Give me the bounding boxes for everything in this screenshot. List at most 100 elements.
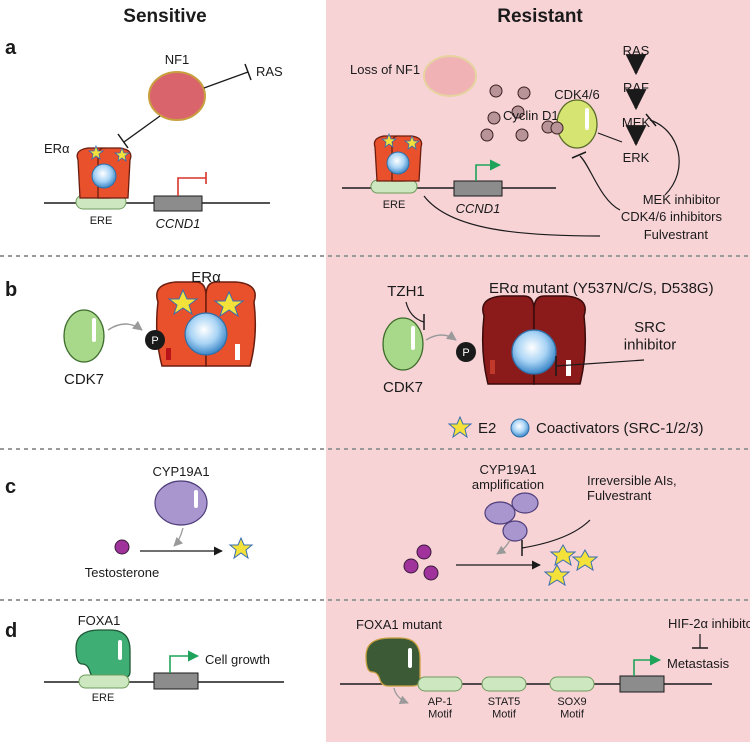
e2-star-icon	[228, 536, 254, 560]
cdk46-protein	[556, 99, 598, 149]
mek-inhibitor-curve	[649, 119, 680, 196]
ccnd1-gene	[153, 195, 203, 212]
phospho-label: P	[462, 347, 469, 359]
er-dimer	[373, 132, 423, 182]
active-promoter-arrow	[475, 159, 502, 181]
nf1-protein	[148, 71, 206, 121]
cdk7-protein	[63, 309, 105, 363]
coactivator	[386, 151, 410, 175]
e2-star-icon	[543, 563, 571, 587]
e2-star-icon	[87, 144, 105, 160]
testosterone-molecules	[403, 544, 439, 581]
cdk-inhibitor-curve	[579, 155, 621, 211]
phospho-label: P	[151, 335, 158, 347]
fulvestrant-label: Fulvestrant	[644, 227, 709, 242]
ere-label: ERE	[383, 199, 406, 211]
cdk-inhibitors-label: CDK4/6 inhibitors	[621, 209, 723, 224]
panel-b-sensitive: CDK7 P ERα	[63, 269, 257, 388]
phospho-group-icon	[145, 330, 165, 350]
inhibit-bar	[571, 151, 587, 159]
foxa1-label: FOXA1	[78, 613, 121, 628]
er-label: ERα	[44, 141, 70, 156]
header-sensitive: Sensitive	[123, 6, 206, 27]
ccnd1-label: CCND1	[156, 216, 201, 231]
catalysis-arrow	[173, 527, 184, 547]
stat5-motif	[481, 676, 527, 692]
active-promoter-arrow	[169, 650, 200, 673]
highlight	[566, 360, 571, 376]
cdk7-label: CDK7	[64, 371, 104, 388]
ere-box	[78, 674, 130, 689]
testosterone-molecule	[114, 539, 130, 555]
er-mutant-dimer	[481, 295, 587, 385]
nf1-faded	[423, 55, 477, 97]
e2-star-icon	[213, 290, 245, 318]
highlight	[585, 108, 589, 130]
target-gene	[153, 672, 199, 690]
ere-label: ERE	[90, 215, 113, 227]
active-promoter-arrow	[633, 654, 662, 676]
sox9-motif	[549, 676, 595, 692]
cyp19a1-protein	[154, 480, 208, 526]
er-label: ERα	[191, 269, 221, 286]
catalysis-arrow	[496, 539, 511, 555]
tzh1-label: TZH1	[387, 283, 425, 300]
highlight	[118, 640, 122, 660]
foxa1-mutant-protein	[365, 637, 421, 687]
panel-label-d: d	[5, 620, 17, 642]
legend-coactivator-label: Coactivators (SRC-1/2/3)	[536, 420, 704, 437]
panel-d-sensitive: FOXA1 ERE Cell growth	[44, 613, 284, 704]
panel-label-c: c	[5, 476, 16, 498]
binding-arrow	[393, 687, 409, 705]
header-resistant: Resistant	[497, 6, 583, 27]
highlight	[194, 490, 198, 508]
inhibit-bar	[645, 113, 657, 127]
hif2a-inhibitor-label: HIF-2α inhibitor	[668, 616, 750, 631]
panel-label-a: a	[5, 37, 17, 59]
er-accent	[490, 360, 495, 374]
ai-inhibition-line	[521, 519, 591, 549]
panel-b-resistant: TZH1 CDK7 ERα mutant (Y537N/C/S, D538G) …	[382, 280, 714, 439]
erk-cdk-link	[597, 132, 623, 143]
er-mutant-label: ERα mutant (Y537N/C/S, D538G)	[489, 280, 714, 297]
phospho-group-icon	[456, 342, 476, 362]
cyclin-d1-particles	[480, 84, 555, 142]
panel-a-resistant: Loss of NF1 Cyclin D1 CDK4/6 RAS RAF MEK…	[342, 43, 723, 242]
coactivator	[511, 329, 557, 375]
loss-nf1-label: Loss of NF1	[350, 62, 420, 77]
cyclin-d1-label: Cyclin D1	[503, 108, 559, 123]
e2-star-icon	[380, 132, 398, 148]
phospho-arrow	[107, 320, 143, 331]
testosterone-label: Testosterone	[85, 565, 159, 580]
panel-separators	[0, 255, 750, 601]
fulvestrant-curve	[423, 195, 601, 237]
er-accent	[166, 348, 171, 360]
phospho-arrow	[425, 330, 457, 341]
legend-e2-star-icon	[447, 415, 473, 439]
inhibit-bar	[117, 133, 129, 149]
cdk46-label: CDK4/6	[554, 87, 600, 102]
ere-box	[370, 179, 418, 194]
nf1-ras-inhibition	[203, 71, 249, 89]
cascade-ras: RAS	[623, 43, 650, 58]
tzh1-inhibition	[405, 301, 425, 323]
metastasis-label: Metastasis	[667, 656, 730, 671]
nf1-label: NF1	[165, 52, 190, 67]
cyp19a1-label: CYP19A1	[152, 464, 209, 479]
ccnd1-label: CCND1	[456, 201, 501, 216]
ras-label: RAS	[256, 64, 283, 79]
coactivator	[184, 312, 228, 356]
highlight	[92, 318, 96, 342]
ccnd1-gene	[453, 180, 503, 197]
nf1-er-inhibition	[123, 115, 161, 143]
ap1-motif	[417, 676, 463, 692]
repressed-promoter-icon	[177, 172, 207, 196]
er-dimer	[76, 144, 132, 199]
e2-star-icon	[113, 146, 131, 162]
inhibitors-label: Irreversible AIs,Fulvestrant	[587, 473, 677, 503]
foxa1-mutant-label: FOXA1 mutant	[356, 617, 442, 632]
